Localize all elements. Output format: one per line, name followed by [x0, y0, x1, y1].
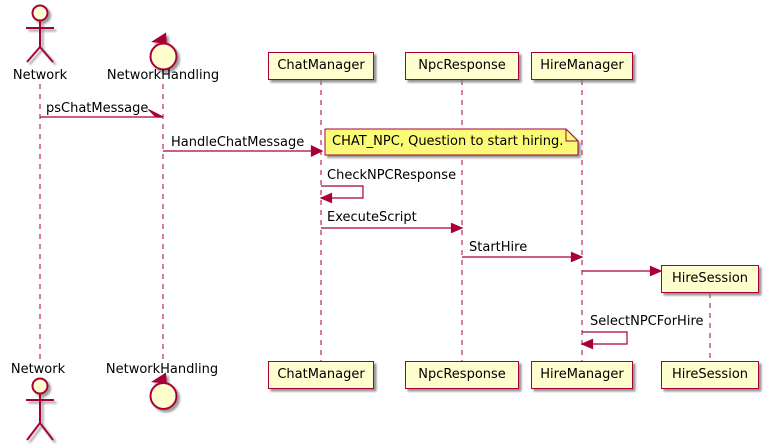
arrow-starthire	[462, 251, 584, 263]
arrow-checknpcresponse	[319, 185, 364, 204]
participant-npcresponse-top: NpcResponse	[405, 52, 519, 80]
arrow-pschatmessage	[40, 108, 164, 118]
message-label-starthire: StartHire	[469, 240, 528, 255]
participant-npcresponse-bottom: NpcResponse	[405, 361, 519, 389]
participant-chatmanager-top: ChatManager	[268, 52, 374, 80]
message-label-executescript: ExecuteScript	[327, 210, 417, 225]
actor-network-icon-bottom	[26, 377, 54, 441]
arrow-create-hiresession	[582, 265, 663, 277]
note-text: CHAT_NPC, Question to start hiring.	[332, 134, 564, 149]
participant-hiresession-created: HireSession	[661, 265, 759, 293]
actor-network-icon	[26, 4, 54, 63]
control-networkhandling-icon	[149, 32, 178, 71]
participant-hiremanager-bottom: HireManager	[531, 361, 633, 389]
message-label-handlechatmessage: HandleChatMessage	[171, 135, 305, 150]
arrow-handlechatmessage	[163, 145, 324, 157]
note-shape	[324, 128, 579, 156]
arrow-executescript	[321, 222, 464, 234]
actor-label-network-bottom: Network	[10, 362, 66, 377]
control-label-networkhandling-top: NetworkHandling	[106, 68, 220, 83]
participant-hiremanager-top: HireManager	[531, 52, 633, 80]
control-label-networkhandling-bottom: NetworkHandling	[105, 362, 219, 377]
participant-chatmanager-bottom: ChatManager	[268, 361, 374, 389]
actor-label-network-top: Network	[12, 68, 68, 83]
message-label-selectnpcforhire: SelectNPCForHire	[590, 314, 704, 329]
message-label-pschatmessage: psChatMessage	[46, 101, 149, 116]
arrow-selectnpcforhire	[580, 331, 628, 350]
message-label-checknpcresponse: CheckNPCResponse	[327, 168, 457, 183]
participant-hiresession-bottom: HireSession	[661, 361, 759, 389]
control-networkhandling-icon-bottom	[149, 372, 178, 410]
